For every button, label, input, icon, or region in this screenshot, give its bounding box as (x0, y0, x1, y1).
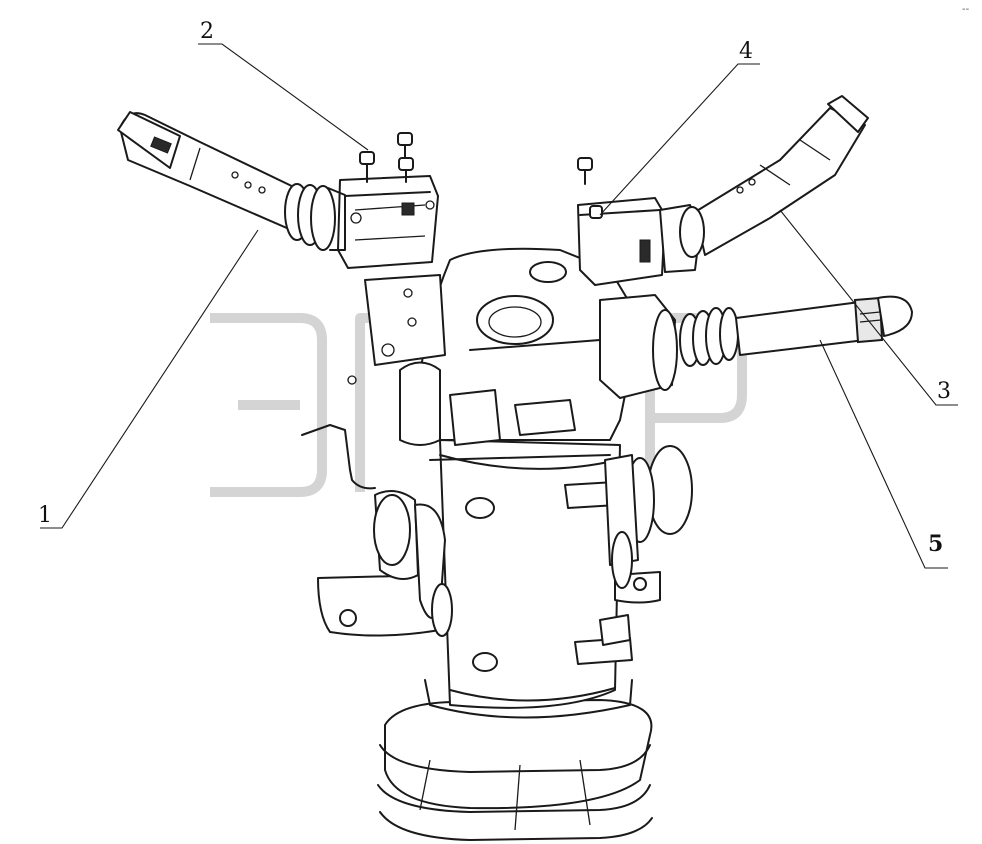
callout-3: 3 (937, 379, 951, 404)
right-lower-stalk (599, 294, 913, 399)
callout-5: 5 (928, 531, 943, 557)
switch-body (399, 247, 641, 461)
left-stalk-lever (117, 111, 346, 251)
steering-column-boot (377, 699, 653, 841)
left-stalk-bellows (284, 183, 346, 251)
left-mounting-plate (347, 274, 446, 385)
callout-4: 4 (739, 39, 753, 64)
left-switch-module (337, 132, 439, 269)
leader-line-2 (198, 43, 369, 151)
callout-1: 1 (38, 503, 52, 528)
right-stalk-lever (679, 95, 869, 258)
leader-line-5 (819, 339, 948, 569)
callout-2: 2 (200, 19, 214, 44)
left-adjust-knob (301, 424, 453, 637)
right-adjust-knob (599, 445, 693, 646)
leader-line-3 (779, 209, 958, 406)
corner-mark: -- (962, 4, 970, 15)
column-housing (424, 439, 633, 719)
leader-line-1 (40, 229, 259, 529)
callout-leaders (40, 43, 958, 569)
right-lower-stalk-bellows (679, 307, 739, 367)
right-module-screw (577, 157, 593, 185)
left-module-screws (359, 132, 414, 183)
leader-line-4 (599, 63, 760, 216)
